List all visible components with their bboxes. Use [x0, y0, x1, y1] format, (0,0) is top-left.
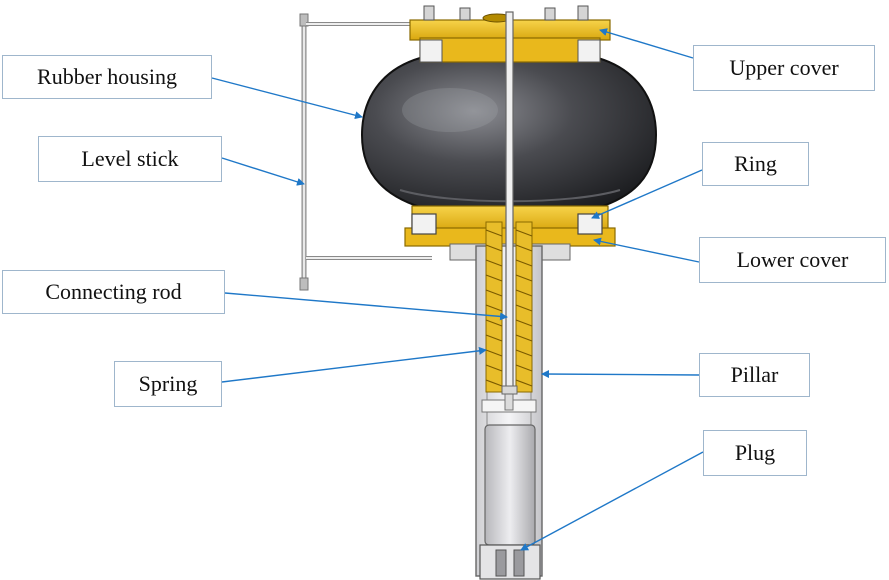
connecting-rod-part	[501, 11, 518, 395]
label-spring: Spring	[114, 361, 222, 407]
spring-part	[485, 221, 533, 393]
plug-part	[479, 424, 541, 580]
leader-pillar	[541, 370, 700, 379]
label-pillar: Pillar	[699, 353, 810, 397]
label-rubber-housing: Rubber housing	[2, 55, 212, 99]
leader-ring	[591, 169, 703, 219]
leader-upper-cover	[599, 28, 694, 59]
label-lower-cover: Lower cover	[699, 237, 886, 283]
label-plug: Plug	[703, 430, 807, 476]
label-ring: Ring	[702, 142, 809, 186]
label-connecting-rod: Connecting rod	[2, 270, 225, 314]
leader-level-stick	[221, 157, 305, 186]
label-level-stick: Level stick	[38, 136, 222, 182]
level-stick-part	[299, 13, 432, 291]
leader-connecting-rod	[224, 292, 508, 321]
leader-lines	[211, 28, 704, 551]
ring-part	[411, 213, 603, 235]
leader-rubber-housing	[211, 77, 363, 120]
label-upper-cover: Upper cover	[693, 45, 875, 91]
leader-lower-cover	[593, 237, 700, 263]
leader-spring	[221, 346, 487, 383]
leader-plug	[520, 451, 704, 551]
